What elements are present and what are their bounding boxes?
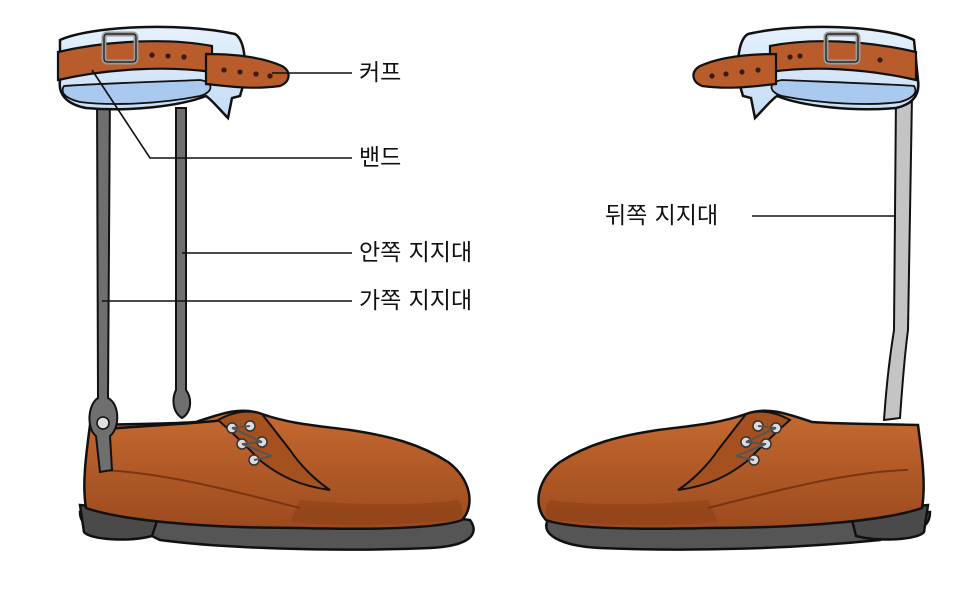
- left-cuff-inner: [61, 79, 212, 105]
- left-strap-tail: [204, 52, 290, 89]
- right-toe-shade: [545, 500, 718, 525]
- left-lacing-panel: [216, 410, 331, 491]
- left-laces: [231, 425, 273, 461]
- left-strap-holes: [149, 52, 273, 79]
- left-medial-upright: [172, 107, 192, 420]
- left-heel-seam: [99, 469, 301, 509]
- leader-band: [91, 69, 352, 159]
- left-ankle-joint: [96, 416, 110, 430]
- left-toe-shade: [290, 500, 463, 525]
- right-cuff-inner: [770, 79, 917, 105]
- right-posterior-upright: [882, 95, 914, 422]
- right-strap-holes: [709, 53, 883, 79]
- label-medial-upright: 안쪽 지지대: [359, 240, 473, 266]
- label-band: 밴드: [359, 145, 402, 171]
- right-laces: [735, 425, 777, 461]
- label-cuff: 커프: [359, 60, 402, 86]
- right-heel-seam: [707, 469, 909, 509]
- right-orthosis: [537, 25, 932, 551]
- left-orthosis: [56, 25, 475, 551]
- right-lacing-panel: [677, 410, 792, 491]
- label-lateral-upright: 가쪽 지지대: [359, 288, 473, 314]
- right-strap-tail: [692, 52, 778, 89]
- leader-lines: [91, 69, 896, 302]
- label-posterior-upright: 뒤쪽 지지대: [605, 203, 719, 229]
- left-lateral-upright: [88, 87, 119, 474]
